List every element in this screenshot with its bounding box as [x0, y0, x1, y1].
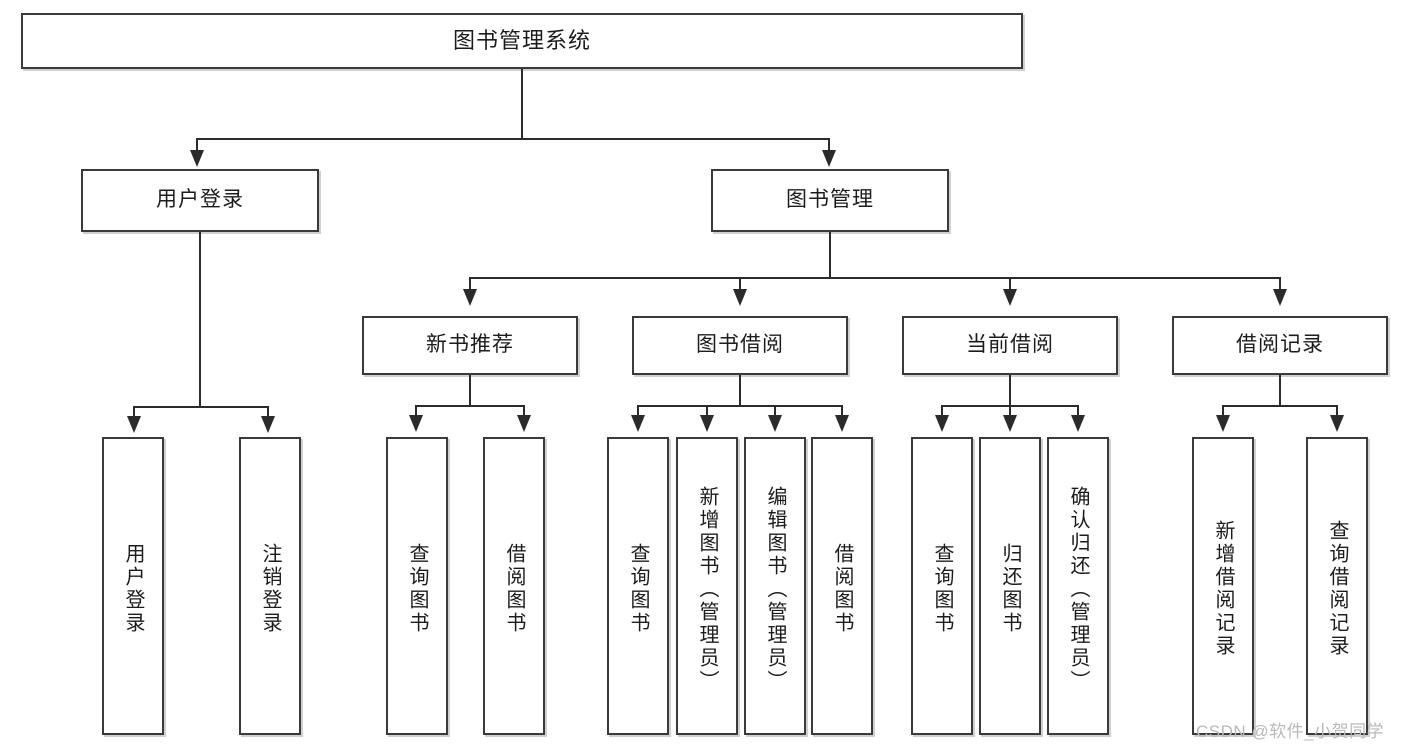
connector-new-book-bus [415, 405, 525, 407]
node-label: 用户登录 [122, 543, 144, 635]
connector-current-borrow-drop-3 [1077, 405, 1079, 417]
node-label: 图书借阅 [696, 333, 784, 357]
connector-new-book-drop-2 [523, 405, 525, 417]
node-label: 用户登录 [156, 188, 244, 212]
connector-book-borrow-bus [637, 405, 843, 407]
node-leaf-add-record[interactable]: 新增借阅记录 [1192, 437, 1254, 735]
node-borrow-record[interactable]: 借阅记录 [1172, 316, 1388, 375]
node-leaf-borrow-book-2[interactable]: 借阅图书 [811, 437, 873, 735]
arrow-down-icon [835, 415, 849, 432]
arrow-down-icon [768, 415, 782, 432]
connector-level3-drop-2 [739, 277, 741, 291]
connector-current-borrow-drop-2 [1009, 405, 1011, 417]
node-current-borrow[interactable]: 当前借阅 [902, 316, 1118, 375]
connector-user-login-bus [133, 406, 269, 408]
node-label: 图书管理系统 [452, 28, 591, 54]
node-leaf-query-book-1[interactable]: 查询图书 [386, 437, 448, 735]
arrow-down-icon [463, 289, 477, 306]
connector-root-stem [521, 69, 523, 139]
connector-current-borrow-stem [1009, 375, 1011, 406]
node-user-login[interactable]: 用户登录 [81, 169, 319, 232]
arrow-down-icon [1071, 415, 1085, 432]
connector-borrow-record-bus [1222, 405, 1338, 407]
node-label: 确认归还（管理员） [1067, 485, 1089, 693]
arrow-down-icon [822, 150, 836, 167]
arrow-down-icon [1330, 415, 1344, 432]
connector-user-login-stem [199, 232, 201, 408]
node-label: 图书管理 [786, 188, 874, 212]
node-label: 查询图书 [931, 543, 953, 635]
arrow-down-icon [190, 150, 204, 167]
connector-book-borrow-drop-2 [706, 405, 708, 417]
arrow-down-icon [935, 415, 949, 432]
node-leaf-confirm-return[interactable]: 确认归还（管理员） [1047, 437, 1109, 735]
connector-borrow-record-stem [1279, 375, 1281, 406]
arrow-down-icon [517, 415, 531, 432]
node-leaf-query-book-2[interactable]: 查询图书 [607, 437, 669, 735]
connector-book-borrow-stem [739, 375, 741, 406]
node-label: 新书推荐 [426, 333, 514, 357]
connector-level3-drop-3 [1009, 277, 1011, 291]
node-book-manage[interactable]: 图书管理 [711, 169, 949, 232]
node-label: 查询图书 [627, 543, 649, 635]
node-label: 新增借阅记录 [1212, 520, 1234, 658]
node-root-book-management-system[interactable]: 图书管理系统 [21, 13, 1023, 69]
arrow-down-icon [1273, 289, 1287, 306]
node-label: 归还图书 [999, 543, 1021, 635]
connector-user-login-drop-1 [133, 406, 135, 418]
connector-book-borrow-drop-3 [774, 405, 776, 417]
node-leaf-query-book-3[interactable]: 查询图书 [911, 437, 973, 735]
connector-user-login-drop-2 [267, 406, 269, 418]
node-label: 查询借阅记录 [1326, 520, 1348, 658]
arrow-down-icon [409, 415, 423, 432]
connector-level2-drop-1 [196, 138, 198, 152]
connector-new-book-drop-1 [415, 405, 417, 417]
arrow-down-icon [1003, 289, 1017, 306]
node-label: 查询图书 [406, 543, 428, 635]
node-leaf-return-book[interactable]: 归还图书 [979, 437, 1041, 735]
connector-level3-drop-4 [1279, 277, 1281, 291]
arrow-down-icon [733, 289, 747, 306]
node-label: 当前借阅 [966, 333, 1054, 357]
arrow-down-icon [631, 415, 645, 432]
node-leaf-query-record[interactable]: 查询借阅记录 [1306, 437, 1368, 735]
arrow-down-icon [261, 416, 275, 433]
connector-level2-bus [196, 138, 830, 140]
node-label: 新增图书（管理员） [696, 485, 718, 693]
connector-level2-drop-2 [828, 138, 830, 152]
connector-level3-bus [469, 277, 1280, 279]
connector-new-book-stem [469, 375, 471, 406]
node-leaf-user-login[interactable]: 用户登录 [102, 437, 164, 735]
connector-book-manage-stem [829, 232, 831, 278]
connector-book-borrow-drop-4 [841, 405, 843, 417]
connector-borrow-record-drop-1 [1222, 405, 1224, 417]
node-book-borrow[interactable]: 图书借阅 [632, 316, 848, 375]
node-label: 注销登录 [259, 543, 281, 635]
node-label: 编辑图书（管理员） [764, 485, 786, 693]
node-new-book-recommend[interactable]: 新书推荐 [362, 316, 578, 375]
arrow-down-icon [127, 416, 141, 433]
node-leaf-logout[interactable]: 注销登录 [239, 437, 301, 735]
connector-level3-drop-1 [469, 277, 471, 291]
connector-book-borrow-drop-1 [637, 405, 639, 417]
node-label: 借阅图书 [831, 543, 853, 635]
node-label: 借阅图书 [503, 543, 525, 635]
csdn-watermark: CSDN @软件_小贺同学 [1196, 722, 1385, 741]
arrow-down-icon [1003, 415, 1017, 432]
arrow-down-icon [700, 415, 714, 432]
arrow-down-icon [1216, 415, 1230, 432]
node-label: 借阅记录 [1236, 333, 1324, 357]
node-leaf-add-book[interactable]: 新增图书（管理员） [676, 437, 738, 735]
connector-current-borrow-drop-1 [941, 405, 943, 417]
node-leaf-borrow-book-1[interactable]: 借阅图书 [483, 437, 545, 735]
node-leaf-edit-book[interactable]: 编辑图书（管理员） [744, 437, 806, 735]
connector-borrow-record-drop-2 [1336, 405, 1338, 417]
